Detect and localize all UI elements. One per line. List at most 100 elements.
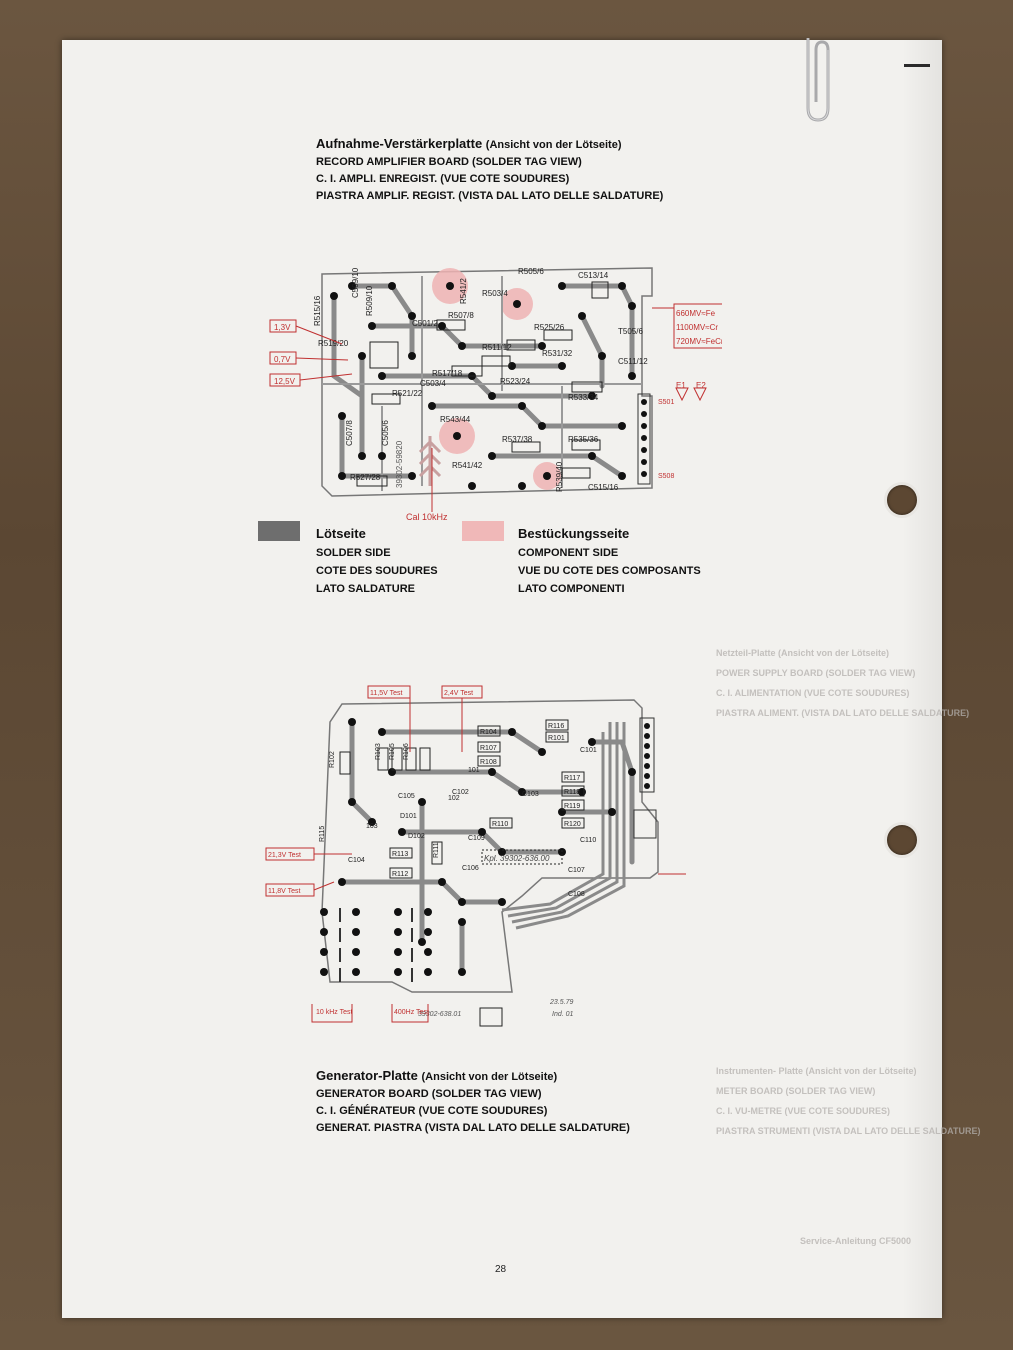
svg-text:C505/6: C505/6 bbox=[381, 420, 390, 446]
legend-solder-it: LATO SALDATURE bbox=[316, 583, 415, 595]
component-side-swatch bbox=[462, 521, 504, 541]
svg-text:R507/8: R507/8 bbox=[448, 311, 474, 320]
cal-label: Cal 10kHz bbox=[406, 512, 448, 522]
svg-text:C108: C108 bbox=[568, 891, 585, 898]
svg-text:R503/4: R503/4 bbox=[482, 289, 508, 298]
svg-text:C104: C104 bbox=[348, 857, 365, 864]
ghost-inst-en: METER BOARD (SOLDER TAG VIEW) bbox=[716, 1086, 876, 1096]
svg-text:C102: C102 bbox=[452, 789, 469, 796]
legend-component-en: COMPONENT SIDE bbox=[518, 547, 619, 559]
svg-text:R527/28: R527/28 bbox=[350, 473, 381, 482]
svg-text:D102: D102 bbox=[408, 833, 425, 840]
legend-component-fr: VUE DU COTE DES COMPOSANTS bbox=[518, 565, 701, 577]
generator-index: Ind. 01 bbox=[552, 1011, 574, 1018]
svg-text:R120: R120 bbox=[564, 821, 581, 828]
svg-text:R535/36: R535/36 bbox=[568, 435, 599, 444]
svg-text:C109: C109 bbox=[468, 835, 485, 842]
svg-text:R110: R110 bbox=[492, 821, 508, 828]
svg-text:R519/20: R519/20 bbox=[318, 339, 349, 348]
test-label-2v4: 2,4V Test bbox=[444, 690, 473, 697]
legend-component-de: Bestückungsseite bbox=[518, 526, 630, 541]
svg-text:R525/26: R525/26 bbox=[534, 323, 565, 332]
svg-text:R523/24: R523/24 bbox=[500, 377, 531, 386]
record-board-titles: Aufnahme-Verstärkerplatte (Ansicht von d… bbox=[316, 136, 663, 202]
generator-board-diagram: R102 R103 R105 R106 R104 R107 R108 R116 … bbox=[265, 685, 686, 1027]
svg-text:C515/16: C515/16 bbox=[588, 483, 619, 492]
record-title-fr: C. I. AMPLI. ENREGIST. (VUE COTE SOUDURE… bbox=[316, 173, 570, 185]
svg-text:R539/40: R539/40 bbox=[555, 461, 564, 492]
punch-hole-top bbox=[884, 482, 920, 518]
svg-text:R101: R101 bbox=[548, 735, 565, 742]
ghost-footer: Service-Anleitung CF5000 bbox=[800, 1236, 912, 1246]
level-label-fecr: 720MV≈FeCr bbox=[676, 337, 722, 346]
svg-text:R537/38: R537/38 bbox=[502, 435, 533, 444]
svg-text:R517/18: R517/18 bbox=[432, 369, 463, 378]
svg-text:102: 102 bbox=[448, 795, 460, 802]
svg-text:C105: C105 bbox=[398, 793, 415, 800]
ghost-netz-it: PIASTRA ALIMENT. (VISTA DAL LATO DELLE S… bbox=[716, 708, 970, 718]
test-label-11v8: 11,8V Test bbox=[268, 888, 300, 895]
ghost-inst-fr: C. I. VU-METRE (VUE COTE SOUDURES) bbox=[716, 1106, 891, 1116]
legend-solder-de: Lötseite bbox=[316, 526, 366, 541]
record-title-it: PIASTRA AMPLIF. REGIST. (VISTA DAL LATO … bbox=[316, 190, 664, 202]
test-label-21v3: 21,3V Test bbox=[268, 852, 301, 859]
svg-text:R119: R119 bbox=[564, 803, 580, 810]
svg-text:39302-59820: 39302-59820 bbox=[395, 440, 404, 488]
ghost-inst-it: PIASTRA STRUMENTI (VISTA DAL LATO DELLE … bbox=[716, 1126, 981, 1136]
svg-text:R116: R116 bbox=[548, 723, 564, 730]
voltage-label-2: 0,7V bbox=[274, 355, 291, 364]
svg-text:C107: C107 bbox=[568, 867, 585, 874]
generator-title-de-text: Generator-Platte bbox=[316, 1068, 418, 1083]
svg-text:R113: R113 bbox=[392, 851, 408, 858]
svg-text:C110: C110 bbox=[580, 837, 596, 844]
ghost-inst-title: Instrumenten- Platte (Ansicht von der Lö… bbox=[716, 1066, 917, 1076]
record-title-de-text: Aufnahme-Verstärkerplatte bbox=[316, 136, 483, 151]
generator-title-fr: C. I. GÉNÉRATEUR (VUE COTE SOUDURES) bbox=[316, 1105, 548, 1117]
svg-text:R515/16: R515/16 bbox=[313, 295, 322, 326]
svg-text:R511/12: R511/12 bbox=[482, 343, 512, 352]
generator-part-number: 39302-638.01 bbox=[418, 1011, 461, 1018]
legend-component-it: LATO COMPONENTI bbox=[518, 583, 625, 595]
svg-text:R509/10: R509/10 bbox=[365, 285, 374, 316]
svg-text:S508: S508 bbox=[658, 473, 674, 480]
svg-text:R533/34: R533/34 bbox=[568, 393, 599, 402]
ghost-netz-en: POWER SUPPLY BOARD (SOLDER TAG VIEW) bbox=[716, 668, 916, 678]
ghost-netz-title: Netzteil-Platte (Ansicht von der Lötseit… bbox=[716, 648, 890, 658]
generator-title-en: GENERATOR BOARD (SOLDER TAG VIEW) bbox=[316, 1088, 542, 1100]
record-title-de-sub: (Ansicht von der Lötseite) bbox=[485, 139, 622, 151]
svg-text:R117: R117 bbox=[564, 775, 580, 782]
svg-text:R111: R111 bbox=[433, 842, 440, 858]
svg-text:103: 103 bbox=[366, 823, 378, 830]
svg-text:C503/4: C503/4 bbox=[420, 379, 446, 388]
generator-title-de: Generator-Platte (Ansicht von der Lötsei… bbox=[316, 1068, 630, 1083]
record-amplifier-board-diagram: R515/16 C509/10 R509/10 C501/2 R507/8 R5… bbox=[269, 267, 722, 522]
svg-text:C106: C106 bbox=[462, 865, 479, 872]
svg-text:R541/2: R541/2 bbox=[459, 278, 468, 304]
svg-text:R541/42: R541/42 bbox=[452, 461, 483, 470]
generator-title-it: GENERAT. PIASTRA (VISTA DAL LATO DELLE S… bbox=[316, 1122, 630, 1134]
ghost-netz-fr: C. I. ALIMENTATION (VUE COTE SOUDURES) bbox=[716, 688, 910, 698]
svg-text:R115: R115 bbox=[319, 826, 326, 842]
solder-side-swatch bbox=[258, 521, 300, 541]
svg-text:C103: C103 bbox=[522, 791, 539, 798]
svg-text:R112: R112 bbox=[392, 871, 408, 878]
punch-hole-bottom bbox=[884, 822, 920, 858]
svg-text:R543/44: R543/44 bbox=[440, 415, 471, 424]
svg-text:C511/12: C511/12 bbox=[618, 357, 648, 366]
record-title-de: Aufnahme-Verstärkerplatte (Ansicht von d… bbox=[316, 136, 663, 151]
svg-text:R118: R118 bbox=[564, 789, 580, 796]
service-manual-page bbox=[62, 40, 942, 1318]
svg-text:R107: R107 bbox=[480, 745, 497, 752]
voltage-label-3: 12,5V bbox=[274, 377, 296, 386]
svg-text:C101: C101 bbox=[580, 747, 597, 754]
svg-text:R103: R103 bbox=[375, 743, 382, 760]
voltage-label-1: 1,3V bbox=[274, 323, 291, 332]
page-number: 28 bbox=[495, 1264, 507, 1275]
svg-text:S501: S501 bbox=[658, 399, 674, 406]
generator-kpl-label: Kpl. 39302-636.00 bbox=[484, 854, 550, 863]
legend-solder-fr: COTE DES SOUDURES bbox=[316, 565, 438, 577]
level-label-fe: 660MV≈Fe bbox=[676, 309, 716, 318]
record-title-en: RECORD AMPLIFIER BOARD (SOLDER TAG VIEW) bbox=[316, 156, 582, 168]
level-label-cr: 1100MV≈Cr bbox=[676, 323, 718, 332]
svg-text:R104: R104 bbox=[480, 729, 497, 736]
